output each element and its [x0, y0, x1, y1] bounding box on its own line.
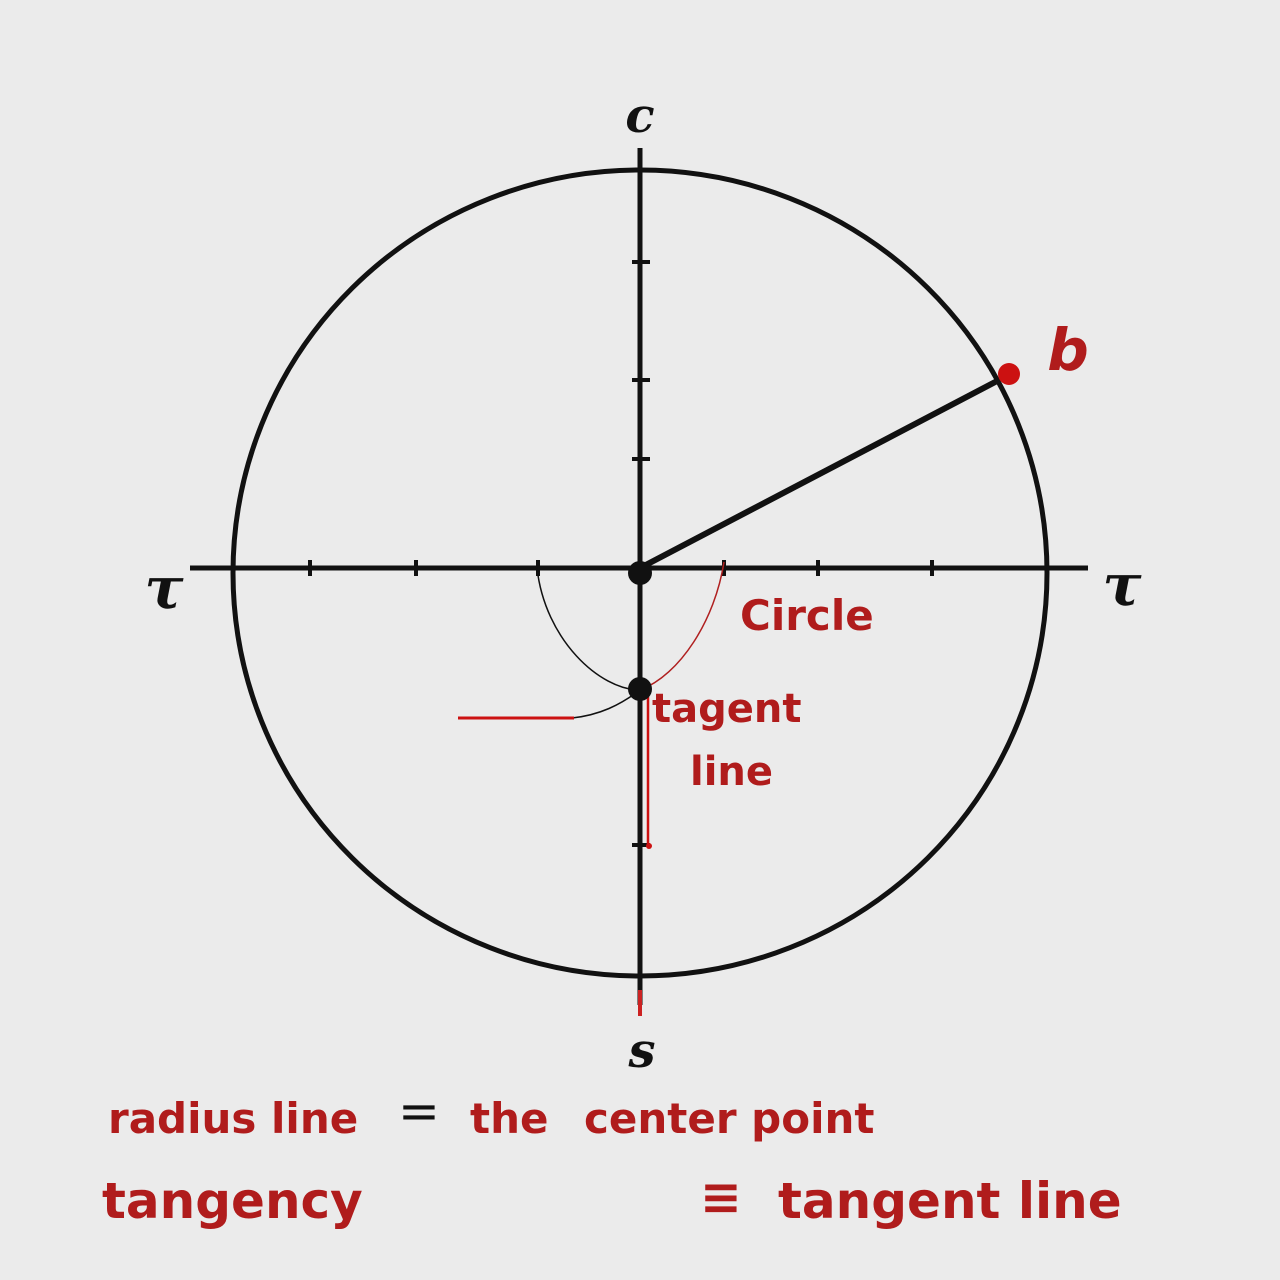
red-arc: [639, 561, 725, 691]
radius-line: [638, 377, 1001, 571]
center-point: [628, 561, 652, 585]
label-right-axis: τ: [1102, 551, 1142, 619]
caption-equals: =: [398, 1082, 440, 1140]
caption-radius-line: radius line: [108, 1094, 359, 1143]
label-point-b: b: [1047, 316, 1089, 384]
caption-the: the: [470, 1094, 549, 1143]
caption-equivalent: ≡: [700, 1168, 742, 1226]
point-b: [998, 363, 1020, 385]
caption-tangent-line: tangent line: [778, 1172, 1122, 1230]
label-circle: Circle: [740, 591, 874, 640]
label-tangent-line-2: line: [690, 749, 773, 795]
caption-center-point: center point: [584, 1094, 875, 1143]
vertical-ticks: [632, 260, 650, 847]
red-segment-end: [646, 843, 652, 849]
label-top-axis: c: [625, 88, 654, 144]
caption-tangency: tangency: [102, 1172, 363, 1230]
label-tangent-line-1: tagent: [652, 686, 801, 732]
horizontal-ticks: [308, 560, 934, 576]
label-left-axis: τ: [144, 554, 184, 622]
tangency-point: [628, 677, 652, 701]
label-bottom-axis: s: [627, 1023, 655, 1079]
black-arc: [536, 567, 643, 719]
